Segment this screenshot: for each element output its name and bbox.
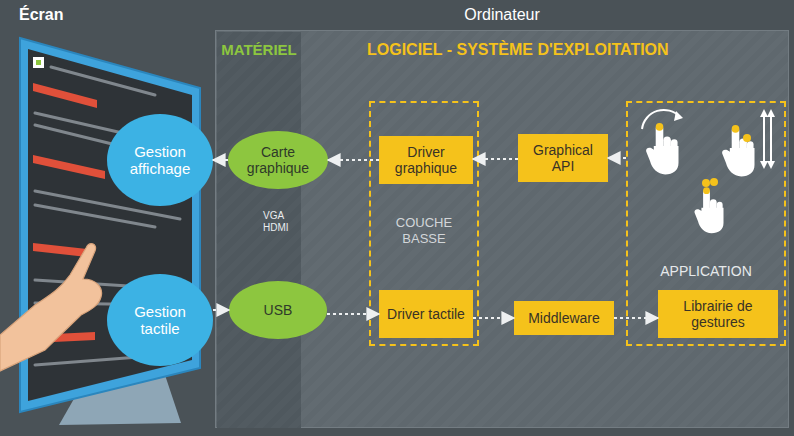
software-band: LOGICIEL - SYSTÈME D'EXPLOITATION COUCHE …	[301, 32, 789, 428]
flow-arrow	[213, 159, 228, 161]
node-text: Graphical API	[524, 142, 602, 174]
node-text: Librairie de gestures	[664, 298, 772, 330]
flow-arrow	[213, 309, 229, 311]
api-box: Graphical API	[518, 134, 608, 182]
node-text: Middleware	[528, 310, 600, 326]
flow-arrow	[608, 157, 626, 159]
node-text: Écran	[19, 6, 63, 24]
flow-arrow	[327, 313, 379, 315]
application-group: APPLICATION Librairie de gestures	[626, 101, 786, 346]
node-text: Ordinateur	[216, 6, 788, 24]
computer-panel: OrdinateurMATÉRIELCarte graphiqueUSBLOGI…	[215, 30, 789, 428]
flow-arrow	[614, 317, 658, 319]
node-text: APPLICATION	[628, 263, 784, 279]
text-holder: Gestion affichage	[107, 114, 213, 206]
text-holder: Écran	[19, 6, 63, 24]
text-holder: Librairie de gestures	[658, 290, 778, 338]
node-text: COUCHE BASSE	[379, 215, 469, 247]
hardware-ellipse: Carte graphique	[228, 131, 328, 189]
flow-arrow	[473, 317, 514, 319]
driver-box: Driver tactile	[379, 290, 473, 338]
signal-name: VGA	[263, 210, 284, 222]
node-text: MATÉRIEL	[217, 41, 301, 58]
text-holder: Gestion tactile	[107, 274, 213, 366]
node-text: Driver tactile	[387, 306, 465, 322]
node-text: Carte graphique	[238, 144, 318, 176]
text-holder: Driver tactile	[379, 290, 473, 338]
node-text: Gestion affichage	[115, 143, 205, 177]
text-holder: COUCHE BASSE	[371, 215, 477, 247]
text-holder: Carte graphique	[228, 131, 328, 189]
layer-group: COUCHE BASSE Driver graphiqueDriver tacti…	[369, 101, 479, 346]
text-holder: LOGICIEL - SYSTÈME D'EXPLOITATION	[367, 41, 785, 59]
node-text: Driver graphique	[385, 144, 467, 176]
node-text: Gestion tactile	[115, 303, 205, 337]
text-holder: Graphical API	[518, 134, 608, 182]
driver-box: Driver graphique	[379, 136, 473, 184]
flow-arrow	[473, 158, 518, 160]
middleware-box: Middleware	[514, 301, 614, 335]
text-holder: MATÉRIEL	[217, 41, 301, 58]
flow-arrow	[328, 159, 379, 161]
gesture-icons	[628, 103, 788, 253]
screen-illustration: ÉcranGestion affichageGestion tactile	[15, 5, 210, 430]
hardware-ellipse: USB	[229, 281, 327, 339]
text-holder: Middleware	[514, 301, 614, 335]
display-circle: Gestion affichage	[107, 114, 213, 206]
text-holder: USB	[229, 281, 327, 339]
signal-name: HDMI	[263, 222, 289, 234]
touch-circle: Gestion tactile	[107, 274, 213, 366]
tablet-illustration	[15, 5, 210, 430]
text-holder: Driver graphique	[379, 136, 473, 184]
text-holder: APPLICATION	[628, 263, 784, 279]
library-box: Librairie de gestures	[658, 290, 778, 338]
node-text: USB	[264, 302, 293, 318]
text-holder: Ordinateur	[216, 6, 788, 24]
node-text: LOGICIEL - SYSTÈME D'EXPLOITATION	[367, 41, 785, 59]
